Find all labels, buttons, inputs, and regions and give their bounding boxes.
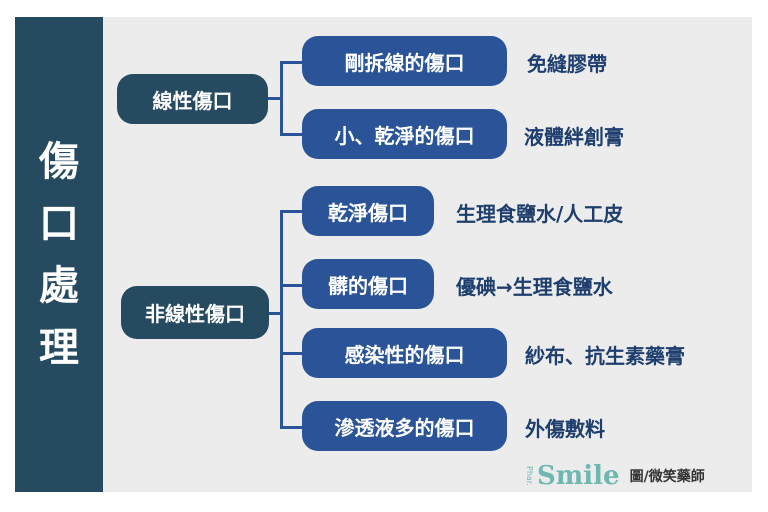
- connector-line: [269, 312, 282, 315]
- connector-line: [280, 426, 302, 429]
- sidebar-title: 傷 口 處 理: [15, 17, 103, 492]
- connector-line: [280, 133, 302, 136]
- connector-line: [280, 352, 302, 355]
- treatment-label: 液體絆創膏: [524, 125, 624, 149]
- wound-node: 剛拆線的傷口: [302, 36, 507, 86]
- connector-line: [280, 284, 302, 287]
- image-credit: 圖/微笑藥師: [629, 469, 705, 485]
- sidebar-title-char: 口: [39, 200, 79, 247]
- wound-node: 滲透液多的傷口: [302, 401, 507, 451]
- treatment-label: 外傷敷料: [525, 417, 605, 441]
- sidebar-title-char: 理: [39, 324, 79, 371]
- category-nonlinear-wound: 非線性傷口: [121, 286, 269, 339]
- treatment-label: 優碘→生理食鹽水: [456, 275, 613, 299]
- treatment-label: 免縫膠帶: [527, 52, 607, 76]
- sidebar-title-char: 處: [39, 262, 79, 309]
- brand-logo: Smile: [537, 461, 620, 491]
- brand-small-text: Phar.: [525, 466, 534, 486]
- connector-line: [268, 97, 282, 100]
- treatment-label: 紗布、抗生素藥膏: [525, 344, 685, 368]
- wound-node: 髒的傷口: [302, 259, 434, 309]
- connector-line: [280, 210, 283, 429]
- wound-node: 乾淨傷口: [302, 186, 434, 236]
- sidebar-title-char: 傷: [39, 138, 79, 185]
- category-linear-wound: 線性傷口: [117, 74, 268, 124]
- connector-line: [280, 61, 283, 136]
- brand-footer: Phar. Smile 圖/微笑藥師: [525, 461, 705, 491]
- wound-node: 感染性的傷口: [302, 328, 507, 378]
- treatment-label: 生理食鹽水/人工皮: [456, 202, 624, 226]
- connector-line: [280, 210, 302, 213]
- connector-line: [280, 61, 302, 64]
- wound-node: 小、乾淨的傷口: [302, 109, 507, 159]
